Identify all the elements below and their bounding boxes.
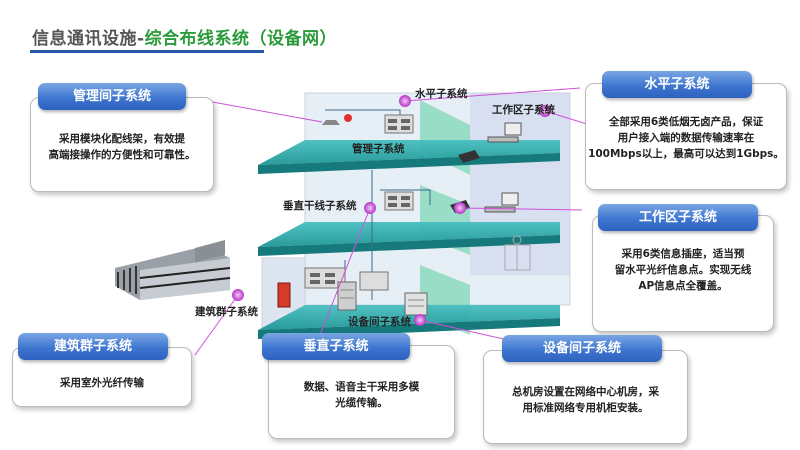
tab-equipment: 设备间子系统 xyxy=(502,335,662,362)
connector-lines xyxy=(184,87,591,356)
label-campus: 建筑群子系统 xyxy=(194,305,258,318)
title-main: 综合布线系统（设备网） xyxy=(144,29,338,49)
computer-icon xyxy=(484,122,522,213)
camera-icon xyxy=(344,114,352,122)
card-work-area: 采用6类信息插座，适当预 留水平光纤信息点。实现无线 AP信息点全覆盖。 xyxy=(592,215,774,332)
floor-slabs xyxy=(258,140,560,339)
card-equipment-text: 总机房设置在网络中心机房，采 用标准网络专用机柜安装。 xyxy=(512,386,659,414)
card-management-text: 采用模块化配线架，有效提 高端接操作的方便性和可靠性。 xyxy=(48,133,196,161)
card-work-area-text: 采用6类信息插座，适当预 留水平光纤信息点。实现无线 AP信息点全覆盖。 xyxy=(614,248,752,292)
card-horizontal-text: 全部采用6类低烟无卤产品，保证 用户接入端的数据传输速率在 100Mbps以上，… xyxy=(588,116,784,160)
door-icon xyxy=(504,235,531,271)
label-work-area: 工作区子系统 xyxy=(492,103,555,116)
label-horizontal: 水平子系统 xyxy=(414,87,468,100)
card-vertical-text: 数据、语音主干采用多模 光缆传输。 xyxy=(303,381,420,409)
equipment-icons xyxy=(277,114,531,316)
marker-icons xyxy=(232,95,551,326)
server-cabinet-icon xyxy=(337,281,428,316)
page-title: 信息通讯设施-综合布线系统（设备网） xyxy=(32,24,337,49)
patch-panel-icon xyxy=(304,114,414,291)
label-equipment-room: 设备间子系统 xyxy=(348,315,411,328)
label-management: 管理子系统 xyxy=(352,142,405,155)
tab-vertical: 垂直子系统 xyxy=(262,333,410,360)
card-vertical: 数据、语音主干采用多模 光缆传输。 xyxy=(268,345,455,439)
router-icon xyxy=(322,120,340,125)
campus-building-icon xyxy=(115,240,231,300)
label-backbone: 垂直干线子系统 xyxy=(283,199,357,212)
fire-cabinet-icon xyxy=(277,282,291,308)
card-horizontal: 全部采用6类低烟无卤产品，保证 用户接入端的数据传输速率在 100Mbps以上，… xyxy=(585,83,787,190)
card-campus-text: 采用室外光纤传输 xyxy=(60,377,144,389)
card-management: 采用模块化配线架，有效提 高端接操作的方便性和可靠性。 xyxy=(30,97,214,192)
tab-campus: 建筑群子系统 xyxy=(18,333,168,360)
tab-horizontal: 水平子系统 xyxy=(602,71,752,98)
title-underline xyxy=(30,50,264,53)
tab-management: 管理间子系统 xyxy=(38,83,186,110)
card-equipment: 总机房设置在网络中心机房，采 用标准网络专用机柜安装。 xyxy=(483,350,688,444)
tab-work-area: 工作区子系统 xyxy=(598,204,758,231)
title-prefix: 信息通讯设施- xyxy=(32,29,145,49)
